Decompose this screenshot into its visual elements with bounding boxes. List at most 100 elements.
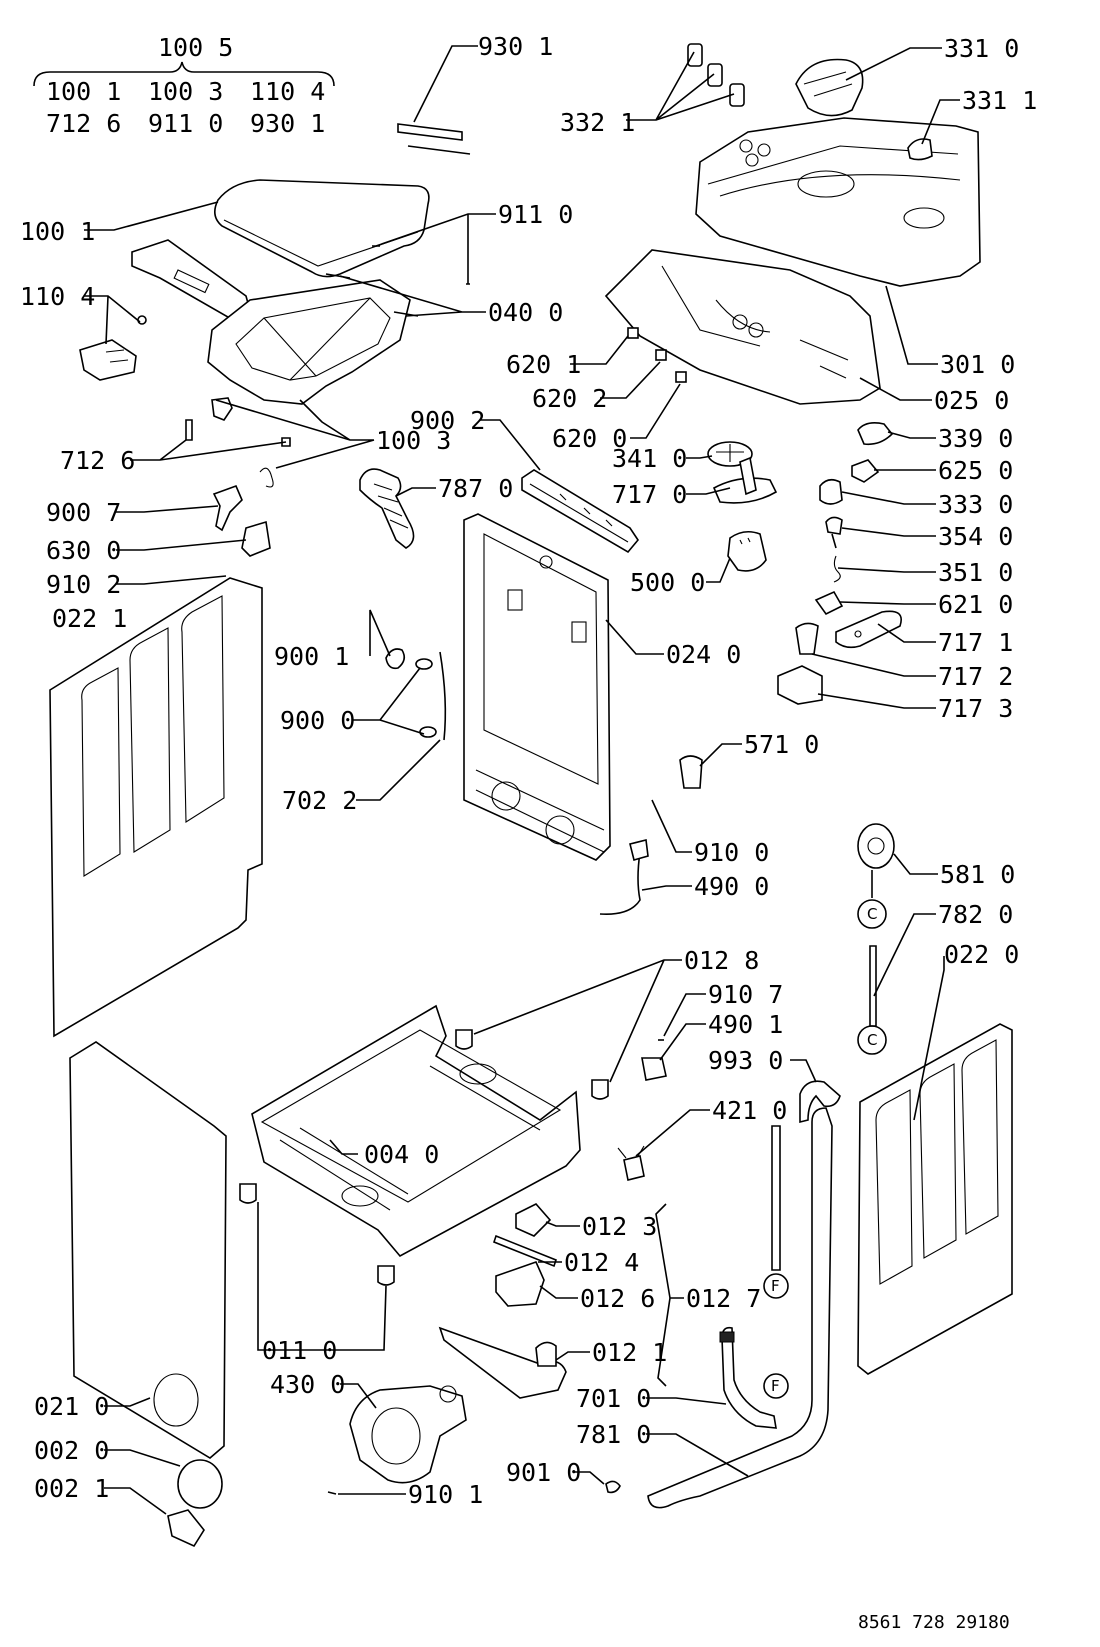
leader-620-2 [600, 361, 661, 399]
callout-301-0: 301 0 [940, 350, 1015, 379]
callout-993-0: 993 0 [708, 1046, 783, 1075]
leader-910-0 [651, 799, 692, 853]
callout-702-2: 702 2 [282, 786, 357, 815]
connector-markers: C C F F [763, 899, 887, 1399]
foot-011-0-a [239, 1183, 257, 1204]
callout-620-0: 620 0 [552, 424, 627, 453]
leader-900-1 [369, 609, 391, 657]
top-frame-diagonals [263, 297, 371, 381]
leader-782-0 [873, 913, 936, 997]
callout-911-0: 911 0 [498, 200, 573, 229]
ps-ring2 [748, 322, 764, 338]
cap-900-0-a [415, 658, 433, 670]
leader-621-0 [839, 601, 936, 605]
callout-332-1: 332 1 [560, 108, 635, 137]
connector-c-top [857, 899, 887, 929]
callout-331-0: 331 0 [944, 34, 1019, 63]
cap-002-0 [177, 1459, 223, 1509]
part-581-core [867, 837, 885, 855]
clamp-490-1 [641, 1057, 667, 1081]
callout-012-1: 012 1 [592, 1338, 667, 1367]
parts [49, 43, 1013, 1548]
tube-782-f [771, 1125, 781, 1271]
callout-717-0: 717 0 [612, 480, 687, 509]
part-900-1 [385, 648, 406, 670]
header-row1-0: 100 1 [46, 77, 121, 106]
leader-333-0 [841, 491, 936, 505]
callout-012-6: 012 6 [580, 1284, 655, 1313]
tube-702-2 [439, 651, 447, 741]
part-621 [814, 590, 844, 616]
callout-022-1: 022 1 [52, 604, 127, 633]
callout-040-0: 040 0 [488, 298, 563, 327]
leader-620-0 [630, 383, 681, 439]
rear-frame-hole2 [545, 815, 575, 845]
pump-430 [349, 1385, 467, 1484]
rear-frame-hole1 [491, 781, 521, 811]
header-row2-0: 712 6 [46, 109, 121, 138]
callout-421-0: 421 0 [712, 1096, 787, 1125]
leader-787-0 [395, 487, 436, 497]
part-354 [825, 516, 843, 549]
leader-022-0 [913, 956, 945, 1121]
foot-012-8-b [591, 1079, 609, 1100]
connector-f-top [763, 1273, 789, 1299]
leader-021-0 [104, 1397, 151, 1407]
rear-frame-part [463, 513, 611, 861]
callout-351-0: 351 0 [938, 558, 1013, 587]
hose-993 [799, 1080, 841, 1124]
screw-part [137, 315, 147, 325]
hose-701-nut [719, 1331, 735, 1343]
base-frame-part [251, 1004, 581, 1258]
header-brace [33, 61, 335, 87]
part-012-3 [515, 1203, 552, 1237]
callout-712-6: 712 6 [60, 446, 135, 475]
clips-712 [185, 419, 291, 447]
callout-490-0: 490 0 [694, 872, 769, 901]
callout-930-1: 930 1 [478, 32, 553, 61]
switch-900-7 [212, 484, 243, 532]
leader-339-0 [887, 431, 936, 439]
pump-outlet [439, 1385, 457, 1403]
rods [325, 245, 470, 317]
callout-024-0: 024 0 [666, 640, 741, 669]
panel-support-part [604, 249, 881, 405]
trim-slot [173, 269, 210, 294]
leader-012-7 [655, 1203, 684, 1387]
callout-910-1: 910 1 [408, 1480, 483, 1509]
rod-012-4 [493, 1234, 557, 1268]
leader-421-0 [635, 1109, 710, 1157]
clip-620-1 [627, 327, 639, 339]
callout-012-7: 012 7 [686, 1284, 761, 1313]
ps-ring1 [732, 314, 748, 330]
callout-910-7: 910 7 [708, 980, 783, 1009]
connector-f-bottom [763, 1373, 789, 1399]
connector-c-bottom-label: C [867, 1031, 877, 1049]
callout-021-0: 021 0 [34, 1392, 109, 1421]
leader-717-0 [686, 487, 731, 495]
leader-301-0 [885, 285, 938, 365]
side-panel-rib1 [81, 667, 121, 877]
knob-331-0 [795, 58, 864, 117]
leader-110-4 [84, 295, 141, 345]
knob-331-1 [907, 138, 933, 161]
leader-004-0 [329, 1139, 358, 1155]
top-frame-part [207, 279, 411, 405]
leader-571-0 [699, 743, 742, 767]
callout-717-1: 717 1 [938, 628, 1013, 657]
base-frame-inner [260, 1029, 562, 1203]
callout-012-4: 012 4 [564, 1248, 639, 1277]
leader-701-0 [646, 1397, 727, 1405]
clip-620-0 [675, 371, 687, 383]
callout-620-1: 620 1 [506, 350, 581, 379]
sp0-rib1 [875, 1089, 913, 1285]
leader-490-0 [641, 885, 692, 891]
callout-701-0: 701 0 [576, 1384, 651, 1413]
leader-900-0 [352, 667, 425, 735]
callout-625-0: 625 0 [938, 456, 1013, 485]
callout-333-0: 333 0 [938, 490, 1013, 519]
control-panel-part [695, 117, 981, 287]
part-717-1-hole [854, 630, 862, 638]
callout-004-0: 004 0 [364, 1140, 439, 1169]
